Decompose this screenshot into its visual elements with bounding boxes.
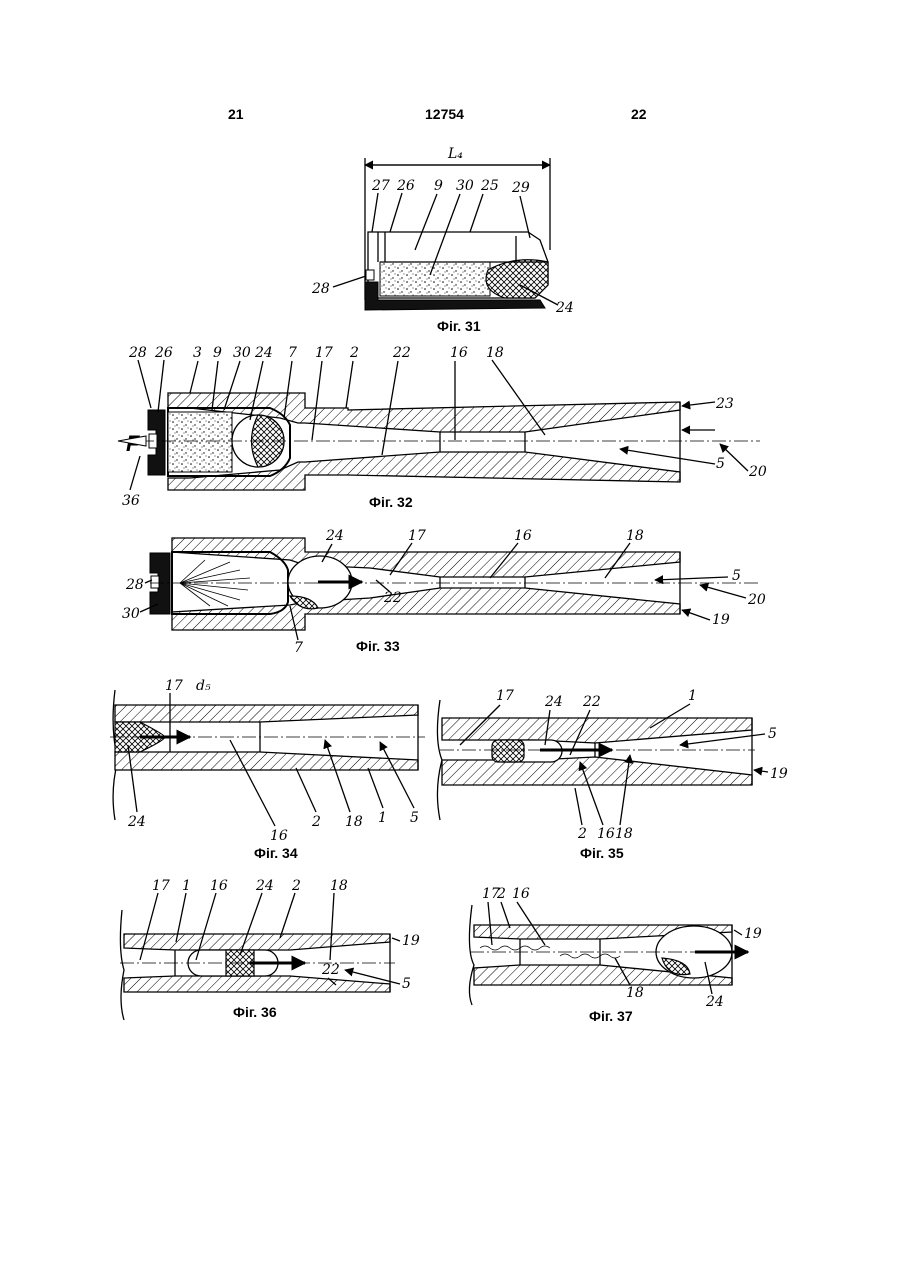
svg-text:24: 24: [555, 300, 574, 316]
svg-text:2: 2: [349, 345, 359, 361]
svg-text:16: 16: [512, 886, 530, 902]
svg-text:30: 30: [122, 606, 140, 622]
fig33-barrel-firing: 24 17 16 18 28 30 22 5 19 20 7: [122, 528, 766, 656]
svg-text:20: 20: [747, 592, 766, 608]
svg-text:18: 18: [626, 985, 644, 1001]
svg-text:22: 22: [392, 345, 411, 361]
svg-text:26: 26: [396, 178, 415, 194]
svg-text:24: 24: [705, 994, 724, 1010]
svg-text:5: 5: [732, 568, 741, 584]
svg-text:19: 19: [402, 933, 420, 949]
svg-text:23: 23: [715, 396, 734, 412]
svg-text:7: 7: [288, 345, 297, 361]
svg-text:28: 28: [128, 345, 147, 361]
svg-text:22: 22: [383, 590, 402, 606]
svg-text:2: 2: [496, 886, 506, 902]
svg-text:16: 16: [270, 828, 288, 844]
svg-text:5: 5: [768, 726, 777, 742]
svg-text:24: 24: [325, 528, 344, 544]
svg-text:19: 19: [744, 926, 762, 942]
svg-text:24: 24: [255, 878, 274, 894]
svg-text:22: 22: [321, 962, 340, 978]
svg-text:16: 16: [514, 528, 532, 544]
fig32-barrel-loaded: F 28 26 3 9 30 24 7 17 2 22 16 18 23 5 2…: [118, 345, 767, 509]
svg-text:17: 17: [408, 528, 426, 544]
svg-text:22: 22: [582, 694, 601, 710]
fig36-barrel-section: 17 1 16 24 2 18 19 22 5: [120, 878, 420, 1020]
svg-text:18: 18: [615, 826, 633, 842]
svg-text:24: 24: [127, 814, 146, 830]
svg-text:1: 1: [378, 810, 387, 826]
svg-text:17: 17: [496, 688, 514, 704]
svg-text:26: 26: [154, 345, 173, 361]
svg-text:16: 16: [450, 345, 468, 361]
svg-text:30: 30: [233, 345, 251, 361]
svg-text:2: 2: [291, 878, 301, 894]
svg-text:19: 19: [770, 766, 788, 782]
svg-text:18: 18: [486, 345, 504, 361]
svg-text:24: 24: [254, 345, 273, 361]
svg-text:5: 5: [402, 976, 411, 992]
svg-text:3: 3: [193, 345, 202, 361]
svg-text:2: 2: [311, 814, 321, 830]
svg-text:18: 18: [345, 814, 363, 830]
svg-text:9: 9: [213, 345, 222, 361]
svg-text:28: 28: [125, 577, 144, 593]
svg-text:36: 36: [122, 493, 140, 509]
svg-text:16: 16: [597, 826, 615, 842]
fig34-dimension-d5: d₅: [196, 678, 211, 694]
svg-text:24: 24: [544, 694, 563, 710]
fig34-barrel-section: 17 d₅ 24 16 2 18 1 5: [110, 678, 425, 844]
svg-text:29: 29: [511, 180, 530, 196]
svg-text:17: 17: [152, 878, 170, 894]
svg-text:17: 17: [165, 678, 183, 694]
svg-text:18: 18: [330, 878, 348, 894]
svg-text:17: 17: [315, 345, 333, 361]
svg-text:9: 9: [434, 178, 443, 194]
svg-text:27: 27: [371, 178, 390, 194]
svg-text:5: 5: [410, 810, 419, 826]
svg-text:19: 19: [712, 612, 730, 628]
fig37-barrel-section: 17 2 16 19 18 24: [469, 886, 761, 1010]
fig35-barrel-section: 17 24 22 1 5 19 2 16 18: [437, 688, 787, 842]
fig31-cartridge: L₄ 27 26 9 30 25 29 28 24: [311, 146, 574, 316]
svg-text:2: 2: [577, 826, 587, 842]
svg-text:18: 18: [626, 528, 644, 544]
svg-text:1: 1: [688, 688, 697, 704]
svg-text:1: 1: [182, 878, 191, 894]
svg-text:16: 16: [210, 878, 228, 894]
fig31-dimension-l4: L₄: [447, 146, 463, 162]
svg-text:20: 20: [748, 464, 767, 480]
svg-text:28: 28: [311, 281, 330, 297]
svg-text:25: 25: [480, 178, 499, 194]
svg-text:5: 5: [716, 456, 725, 472]
svg-text:30: 30: [456, 178, 474, 194]
svg-text:7: 7: [294, 640, 303, 656]
